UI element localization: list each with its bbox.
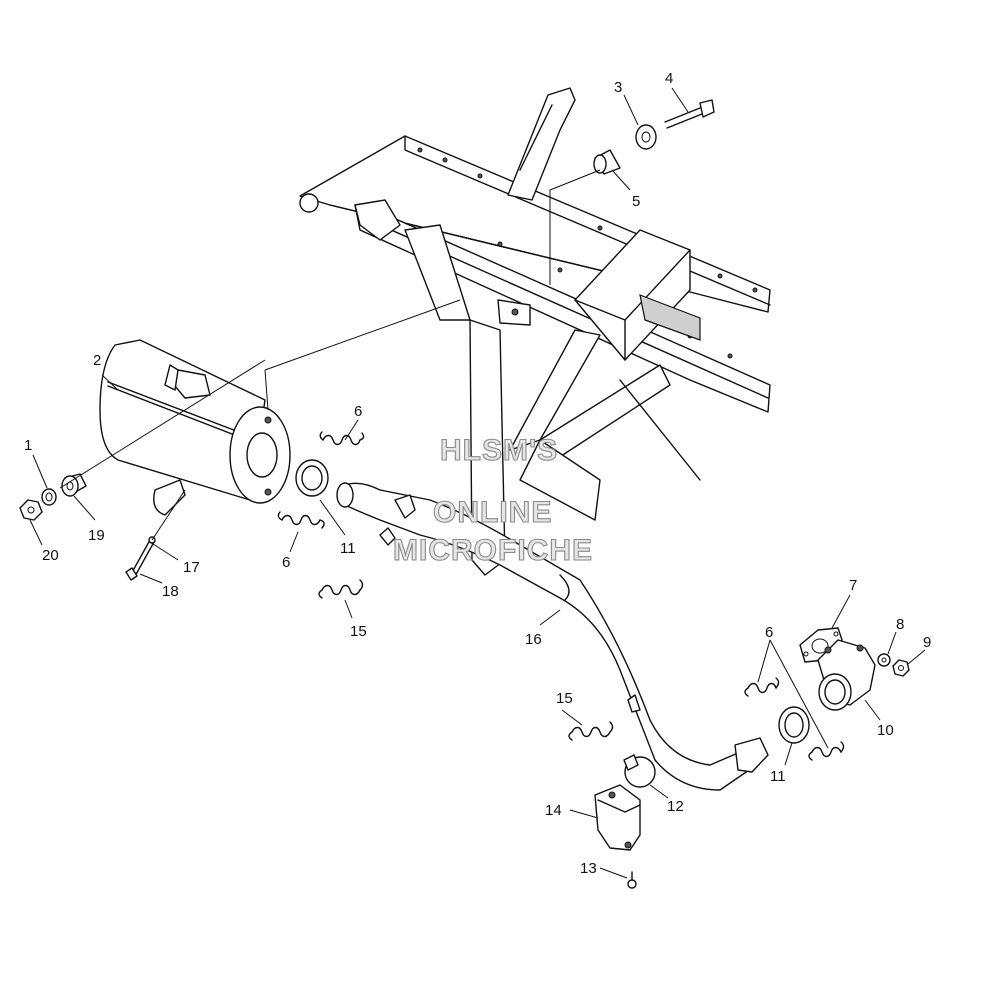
rivet-13 (627, 871, 637, 889)
nut-20 (19, 499, 43, 521)
bracket-14 (594, 784, 641, 851)
exhaust-elbow-10 (817, 639, 876, 711)
seal-ring-11-right (778, 706, 810, 744)
callout-15-left: 15 (350, 623, 367, 640)
callout-1: 1 (24, 437, 32, 454)
callout-15-lower: 15 (556, 690, 573, 707)
spring-6-right-upper (744, 677, 780, 697)
callout-6-upper: 6 (354, 403, 362, 420)
watermark-line-2: ONLINE (433, 496, 552, 529)
callout-11-right: 11 (770, 768, 786, 785)
callout-20: 20 (42, 547, 59, 564)
watermark-line-1: HLSM'S (440, 434, 558, 467)
callout-19: 19 (88, 527, 105, 544)
washer-8 (877, 653, 891, 667)
callout-9: 9 (923, 634, 931, 651)
callout-13: 13 (580, 860, 597, 877)
callout-labels: 2 1 20 19 17 18 6 6 11 15 3 4 5 16 15 6 … (24, 70, 931, 877)
callout-6-right: 6 (765, 624, 773, 641)
watermark: HLSM'S ONLINE MICROFICHE (392, 433, 593, 567)
plug-12 (623, 754, 656, 788)
spring-15-lower (568, 721, 614, 741)
callout-3: 3 (614, 79, 622, 96)
washer-3 (635, 124, 657, 150)
callout-17: 17 (183, 559, 200, 576)
spring-6-left (277, 511, 325, 529)
callout-16: 16 (525, 631, 542, 648)
callout-8: 8 (896, 616, 904, 633)
callout-14: 14 (545, 802, 562, 819)
callout-11-left: 11 (340, 540, 356, 557)
callout-2: 2 (93, 352, 101, 369)
muffler (99, 299, 461, 516)
leader-lines (29, 87, 926, 879)
seal-ring-11-left (295, 459, 329, 497)
callout-12: 12 (667, 798, 684, 815)
spring-6-upper (319, 431, 365, 446)
gasket-7 (799, 627, 843, 663)
washer-1 (41, 488, 57, 506)
spring-15-left (318, 579, 364, 599)
callout-6-left: 6 (282, 554, 290, 571)
callout-18: 18 (162, 583, 179, 600)
nut-9 (892, 659, 910, 677)
callout-10: 10 (877, 722, 894, 739)
callout-4: 4 (665, 70, 673, 87)
hardware-parts (19, 99, 910, 889)
callout-5: 5 (632, 193, 640, 210)
bolt-4 (664, 99, 715, 129)
vehicle-frame (299, 87, 771, 576)
spacer-5 (593, 149, 621, 175)
watermark-line-3: MICROFICHE (393, 534, 593, 567)
callout-7: 7 (849, 577, 857, 594)
spring-6-right-lower (808, 741, 845, 761)
bolt-18 (125, 536, 156, 581)
bushing-19 (61, 473, 87, 497)
head-pipe (336, 482, 769, 791)
